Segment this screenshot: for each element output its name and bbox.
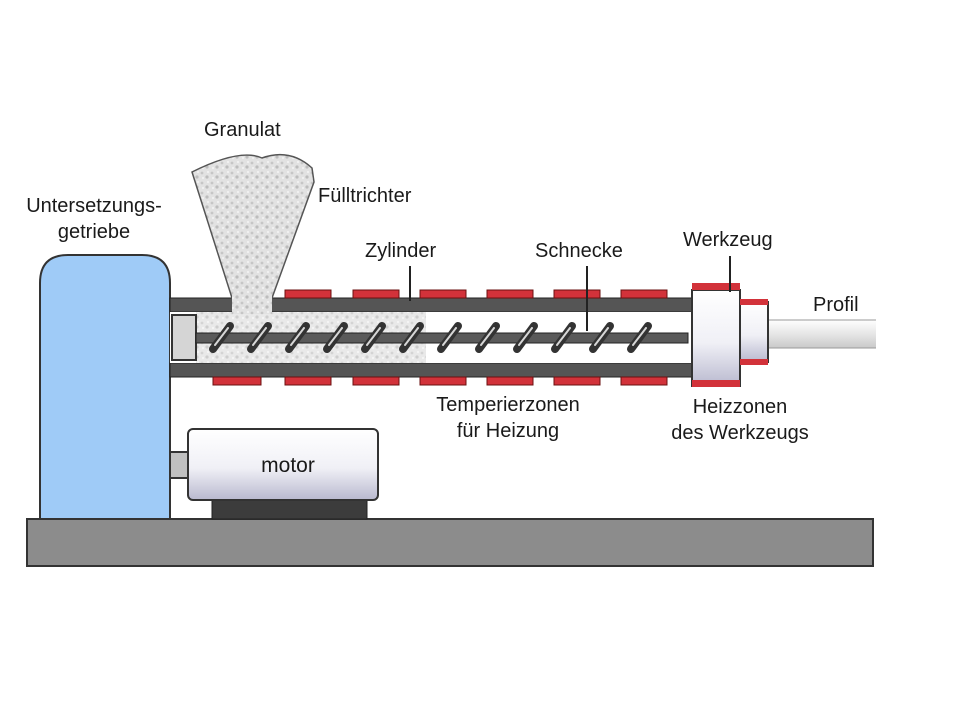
motor-foot <box>211 499 368 520</box>
leader-lines <box>409 256 731 331</box>
label-temperierzonen-line1: Temperierzonen <box>436 394 580 416</box>
heater-bands-bottom <box>212 376 668 386</box>
base-plate <box>26 518 874 567</box>
barrel-bottom-wall <box>169 362 693 378</box>
die-heater-zones <box>692 283 768 387</box>
hopper-throat <box>232 296 272 314</box>
label-zylinder: Zylinder <box>365 240 437 262</box>
screw-coupling <box>171 314 197 361</box>
label-temperierzonen: Temperierzonen für Heizung <box>408 392 608 444</box>
label-temperierzonen-line2: für Heizung <box>456 420 560 442</box>
label-werkzeug: Werkzeug <box>683 229 773 251</box>
die-nozzle <box>739 301 769 363</box>
heater-bands-top <box>284 289 668 299</box>
label-untersetzungsgetriebe: Untersetzungs- getriebe <box>6 193 182 245</box>
label-untersetzungsgetriebe-line1: Untersetzungs- <box>26 195 162 217</box>
die-body <box>691 289 741 387</box>
label-heizzonen-line2: des Werkzeugs <box>671 422 809 444</box>
label-heizzonen: Heizzonen des Werkzeugs <box>650 394 830 446</box>
label-schnecke: Schnecke <box>535 240 623 262</box>
label-heizzonen-line1: Heizzonen <box>692 396 788 418</box>
label-motor: motor <box>261 454 315 477</box>
gearbox-housing <box>39 254 171 520</box>
motor-body <box>187 428 379 501</box>
hopper <box>191 153 315 299</box>
label-fuelltrichter: Fülltrichter <box>318 185 412 207</box>
profile-output <box>768 320 876 348</box>
label-profil: Profil <box>813 294 859 316</box>
label-granulat: Granulat <box>204 119 281 141</box>
label-untersetzungsgetriebe-line2: getriebe <box>57 221 131 243</box>
